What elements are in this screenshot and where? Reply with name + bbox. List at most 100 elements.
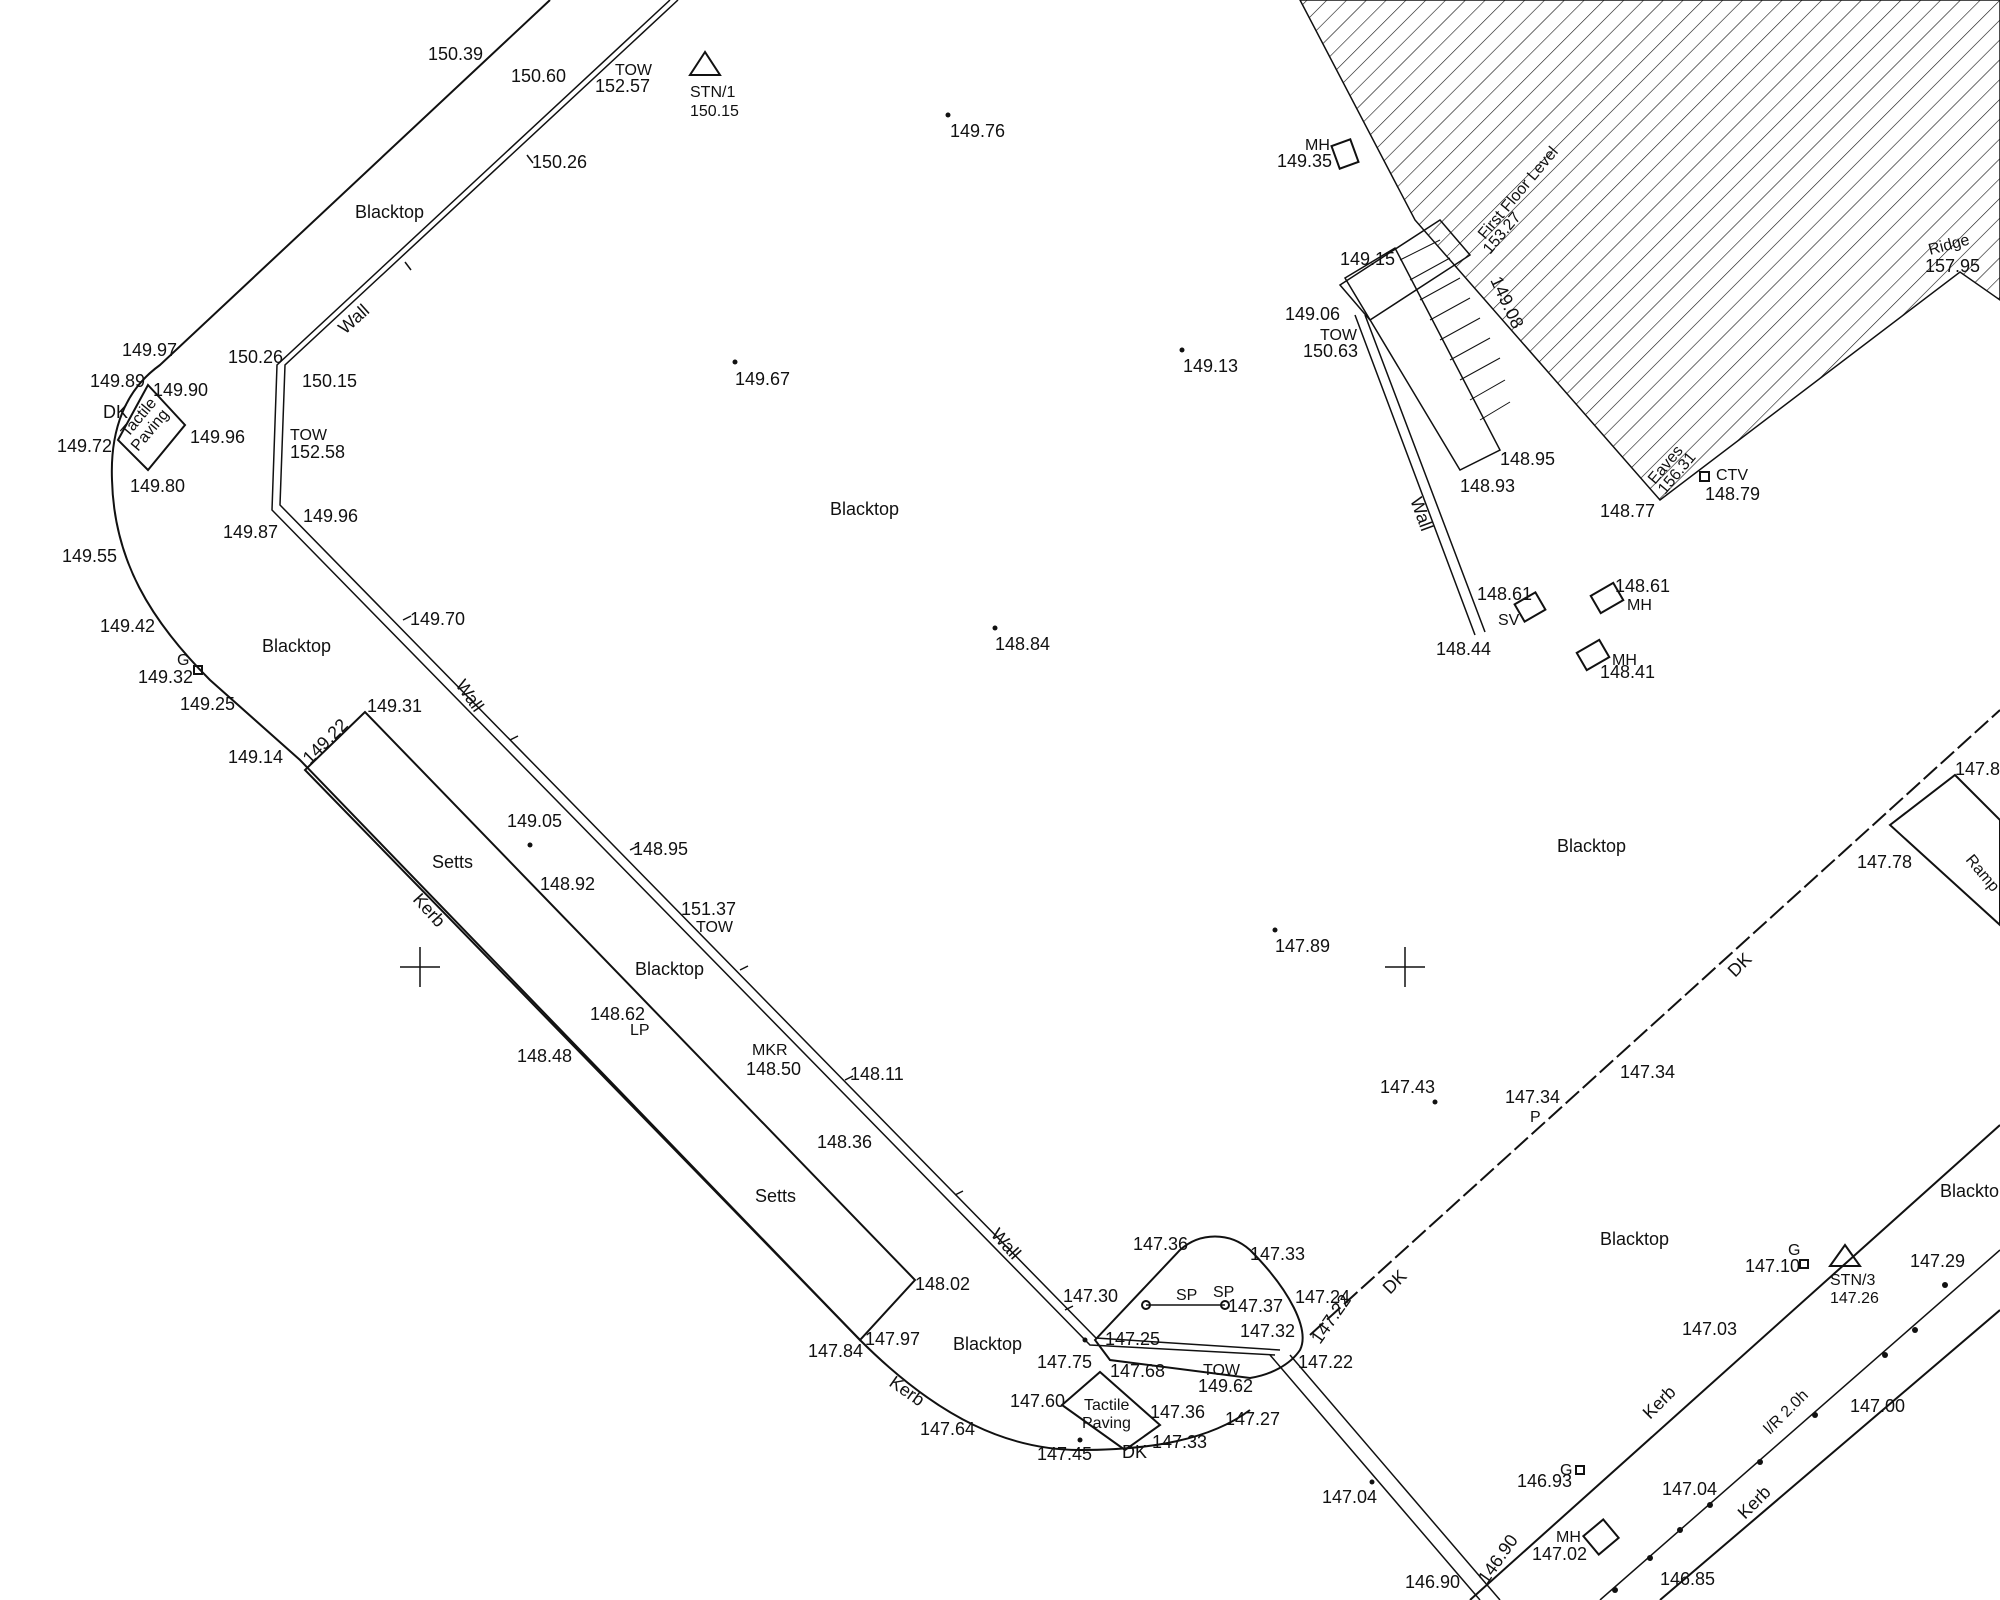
spot-level: 152.57	[595, 76, 650, 96]
spot-level: 149.13	[1183, 356, 1238, 376]
road-kerb-far	[1659, 1309, 2000, 1600]
tow-label-5: TOW	[1203, 1362, 1241, 1379]
spot-level: 147.37	[1228, 1296, 1283, 1316]
blacktop-label-1: Blacktop	[355, 202, 424, 222]
mh-label-3: MH	[1612, 652, 1637, 669]
road-edge-dk	[1309, 709, 2000, 1336]
building-hatch	[1299, 0, 2000, 502]
spot-level: 147.78	[1857, 852, 1912, 872]
tow-label-3: TOW	[1320, 327, 1358, 344]
tactile-2-line1: Tactile	[1084, 1397, 1129, 1414]
blacktop-label-3: Blacktop	[262, 636, 331, 656]
spot-level: 149.25	[180, 694, 235, 714]
station-3-triangle	[1828, 1243, 1862, 1267]
spot-level: 147.33	[1250, 1244, 1305, 1264]
spot-level: 148.84	[995, 634, 1050, 654]
spot-level: 148.92	[540, 874, 595, 894]
spot-level: 147.30	[1063, 1286, 1118, 1306]
spot-level: 147.34	[1505, 1087, 1560, 1107]
lp-label: LP	[630, 1022, 650, 1039]
mkr-label: MKR	[752, 1042, 788, 1059]
blacktop-label-8: Blacktop	[1940, 1181, 2000, 1201]
feature-labels: TOW TOW TOW TOW TOW STN/1 150.15 STN/3 1…	[177, 62, 1879, 1546]
tow-label-4: TOW	[696, 919, 734, 936]
spot-level: 147.04	[1662, 1479, 1717, 1499]
grid-cross-2	[1385, 947, 1425, 987]
spot-level: 149.14	[228, 747, 283, 767]
spot-level: 149.22	[299, 715, 352, 768]
ctv-box	[1699, 471, 1710, 482]
spot-level: 150.26	[532, 152, 587, 172]
setts-strip	[303, 710, 917, 1342]
spot-level: 149.05	[507, 811, 562, 831]
spot-level: 149.70	[410, 609, 465, 629]
mh-label-2: MH	[1627, 597, 1652, 614]
spot-level: 148.62	[590, 1004, 645, 1024]
setts-label-2: Setts	[755, 1186, 796, 1206]
sp-label-2: SP	[1213, 1284, 1234, 1301]
dk-label-3: DK	[1379, 1266, 1411, 1298]
spot-level: 149.55	[62, 546, 117, 566]
kerb-label-1: Kerb	[409, 889, 449, 931]
sv-box	[1513, 590, 1547, 624]
tactile-2-line2: Paving	[1082, 1415, 1131, 1432]
blacktop-label-7: Blacktop	[1600, 1229, 1669, 1249]
spot-level: 147.36	[1133, 1234, 1188, 1254]
spot-level: 147.33	[1152, 1432, 1207, 1452]
tow-label-2: TOW	[290, 427, 328, 444]
wall-label-2: Wall	[452, 676, 488, 716]
spot-level: 147.60	[1010, 1391, 1065, 1411]
spot-level: 150.60	[511, 66, 566, 86]
tactile-paving-2	[1060, 1370, 1162, 1452]
spot-marks	[527, 112, 1438, 1485]
blacktop-label-4: Blacktop	[1557, 836, 1626, 856]
spot-level: 147.02	[1532, 1544, 1587, 1564]
mh-label-4: MH	[1556, 1529, 1581, 1546]
spot-level: 147.89	[1275, 936, 1330, 956]
wall-ticks	[402, 154, 1074, 1311]
spot-level: 149.96	[190, 427, 245, 447]
stn1-level: 150.15	[690, 103, 739, 120]
ramp-box	[1888, 773, 2000, 927]
g-label-2: G	[1788, 1242, 1800, 1259]
gully-3	[1575, 1465, 1585, 1475]
spot-level: 148.50	[746, 1059, 801, 1079]
grid-cross-1	[400, 947, 440, 987]
spot-level: 147.24	[1295, 1287, 1350, 1307]
spot-level: 150.26	[228, 347, 283, 367]
spot-level: 149.80	[130, 476, 185, 496]
spot-level: 148.77	[1600, 501, 1655, 521]
wall-label-3: Wall	[987, 1224, 1025, 1263]
spot-level: 149.90	[153, 380, 208, 400]
spot-level: 149.97	[122, 340, 177, 360]
stairs	[1343, 246, 1502, 471]
spot-level: 147.03	[1682, 1319, 1737, 1339]
spot-level: 147.27	[1225, 1409, 1280, 1429]
tactile-paving-1	[116, 383, 187, 472]
manhole-1	[1330, 138, 1360, 170]
wall-label-4: Wall	[1406, 495, 1437, 534]
spot-level: 149.89	[90, 371, 145, 391]
spot-level: 149.15	[1340, 249, 1395, 269]
station-1-triangle	[688, 50, 722, 76]
sp-label-1: SP	[1176, 1287, 1197, 1304]
spot-level: 147.75	[1037, 1352, 1092, 1372]
spot-level: 147.45	[1037, 1444, 1092, 1464]
spot-level: 149.87	[223, 522, 278, 542]
spot-level: 147.04	[1322, 1487, 1377, 1507]
kerb-label-4: Kerb	[1734, 1482, 1775, 1523]
spot-level: 149.67	[735, 369, 790, 389]
spot-level: 148.48	[517, 1046, 572, 1066]
ctv-label: CTV	[1716, 467, 1748, 484]
dk-label-2: DK	[1122, 1442, 1147, 1462]
wall-line-inner	[279, 0, 1281, 1351]
kerb-label-2: Kerb	[886, 1372, 929, 1410]
spot-level: 148.41	[1600, 662, 1655, 682]
ramp-label: Ramp	[1962, 852, 2000, 896]
spot-level: 148.61	[1615, 576, 1670, 596]
traffic-island	[1093, 1235, 1304, 1380]
spot-level: 150.39	[428, 44, 483, 64]
p-label: P	[1530, 1109, 1541, 1126]
spot-level: 150.63	[1303, 341, 1358, 361]
g-label-3: G	[1560, 1462, 1572, 1479]
